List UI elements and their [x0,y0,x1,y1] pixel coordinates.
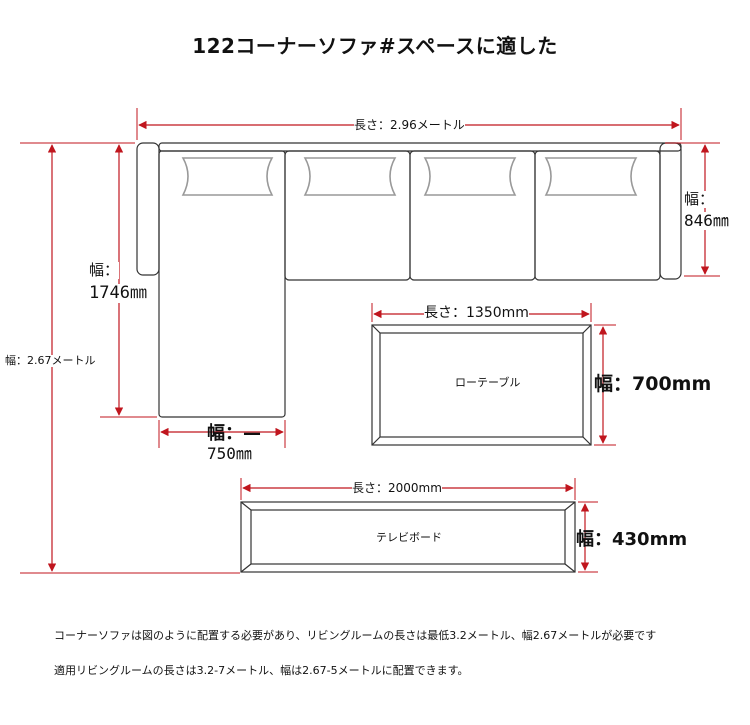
extension-lines [20,108,720,574]
pillows [181,157,638,196]
tv-width-label: 幅：430mm [576,529,688,550]
pillow-3 [423,157,517,196]
sofa-back-rest [158,142,682,152]
tv-length-label: 長さ：2000mm [352,481,442,496]
corner-sofa [136,142,682,418]
left-armrest [136,142,160,276]
low-table [371,324,592,446]
seat-cushion-4 [534,150,661,281]
pillow-4 [544,157,638,196]
tv-board [240,501,576,573]
seat-depth-label: 幅： [684,190,715,208]
total-length-label: 長さ：2.96メートル [354,118,465,133]
pillow-1 [181,157,274,196]
chaise-depth-value: 750㎜ [207,444,252,463]
low-table-label: ローテーブル [455,376,521,390]
note-1: コーナーソファは図のように配置する必要があり、リビングルームの長さは最低3.2メ… [54,629,657,642]
dimension-arrows [47,120,710,572]
chaise-length-value: 1746㎜ [89,283,147,303]
table-length-label: 長さ：1350mm [424,305,529,322]
page-title: 122コーナーソファ#スペースに適した [192,34,558,58]
right-armrest [659,142,682,280]
chaise-seat [158,150,286,418]
table-width-label: 幅：700mm [594,373,712,395]
chaise-length-label: 幅： [89,261,120,279]
seat-depth-value: 846㎜ [684,211,729,230]
pillow-2 [303,157,397,196]
chaise-depth-label: 幅：— [207,423,261,444]
tv-board-label: テレビボード [376,531,442,545]
note-2: 適用リビングルームの長さは3.2-7メートル、幅は2.67-5メートルに配置でき… [54,664,469,677]
total-width-label: 幅：2.67メートル [5,354,96,368]
